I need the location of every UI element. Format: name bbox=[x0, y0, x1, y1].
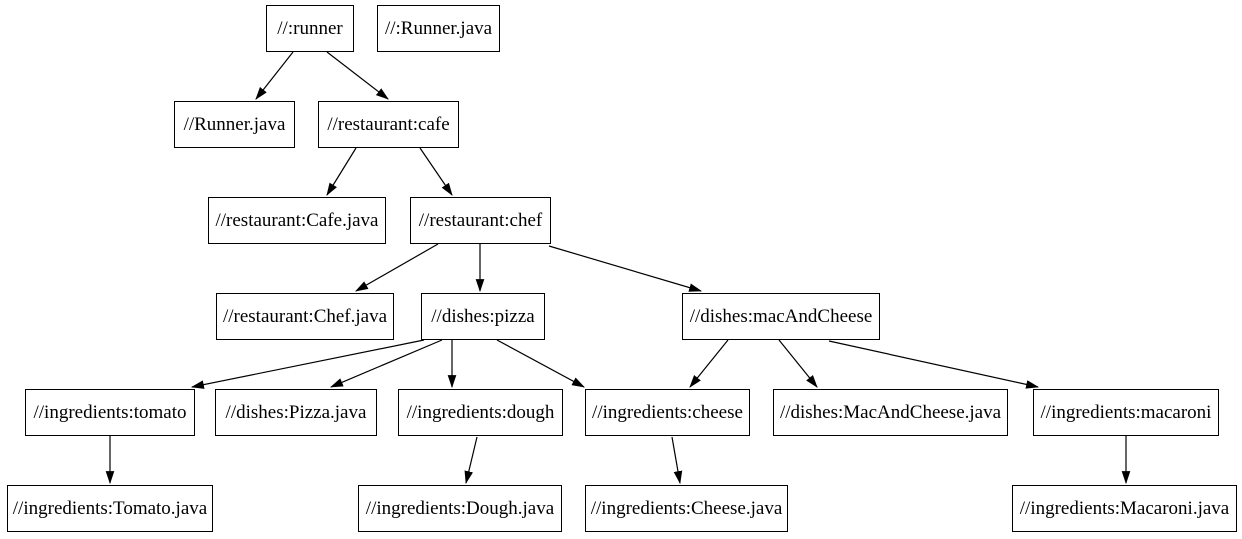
edge-mac-and-cheese-to-cheese bbox=[689, 339, 729, 388]
edge-cheese-to-cheese-java bbox=[671, 436, 683, 485]
node-dishes-pizza: //dishes:pizza bbox=[421, 293, 545, 340]
node-ingredients-dough-java: //ingredients:Dough.java bbox=[358, 485, 562, 532]
node-restaurant-cafe-java: //restaurant:Cafe.java bbox=[208, 197, 386, 244]
edge-dough-to-dough-java bbox=[464, 436, 478, 485]
edge-pizza-to-pizza-java bbox=[330, 339, 443, 388]
edge-mac-and-cheese-to-mac-and-cheese-java bbox=[778, 339, 818, 388]
node-restaurant-chef-java: //restaurant:Chef.java bbox=[216, 293, 394, 340]
node-dishes-pizza-java: //dishes:Pizza.java bbox=[215, 389, 377, 436]
edge-runner-to-runner-java bbox=[255, 51, 294, 100]
node-ingredients-macaroni: //ingredients:macaroni bbox=[1033, 389, 1219, 436]
edge-pizza-to-tomato bbox=[190, 339, 425, 389]
edge-cafe-to-chef bbox=[419, 147, 453, 196]
edge-runner-to-cafe bbox=[326, 51, 389, 100]
node-restaurant-chef: //restaurant:chef bbox=[410, 197, 551, 244]
node-ingredients-tomato: //ingredients:tomato bbox=[25, 389, 195, 436]
node-dishes-mac-and-cheese: //dishes:macAndCheese bbox=[682, 293, 880, 340]
edge-pizza-to-cheese bbox=[496, 339, 585, 388]
node-ingredients-macaroni-java: //ingredients:Macaroni.java bbox=[1012, 485, 1237, 532]
node-dishes-mac-and-cheese-java: //dishes:MacAndCheese.java bbox=[773, 389, 1008, 436]
edge-chef-to-mac-and-cheese bbox=[548, 245, 703, 292]
node-runner: //:runner bbox=[266, 5, 354, 52]
node-ingredients-cheese-java: //ingredients:Cheese.java bbox=[585, 485, 788, 532]
node-runner-java-top: //:Runner.java bbox=[377, 5, 500, 52]
node-ingredients-tomato-java: //ingredients:Tomato.java bbox=[7, 485, 213, 532]
edge-chef-to-chef-java bbox=[355, 243, 439, 292]
node-restaurant-cafe: //restaurant:cafe bbox=[318, 101, 459, 148]
edge-cafe-to-cafe-java bbox=[326, 147, 357, 196]
node-ingredients-dough: //ingredients:dough bbox=[398, 389, 563, 436]
edge-mac-and-cheese-to-macaroni bbox=[828, 340, 1040, 389]
node-runner-java: //Runner.java bbox=[174, 101, 295, 148]
node-ingredients-cheese: //ingredients:cheese bbox=[585, 389, 750, 436]
